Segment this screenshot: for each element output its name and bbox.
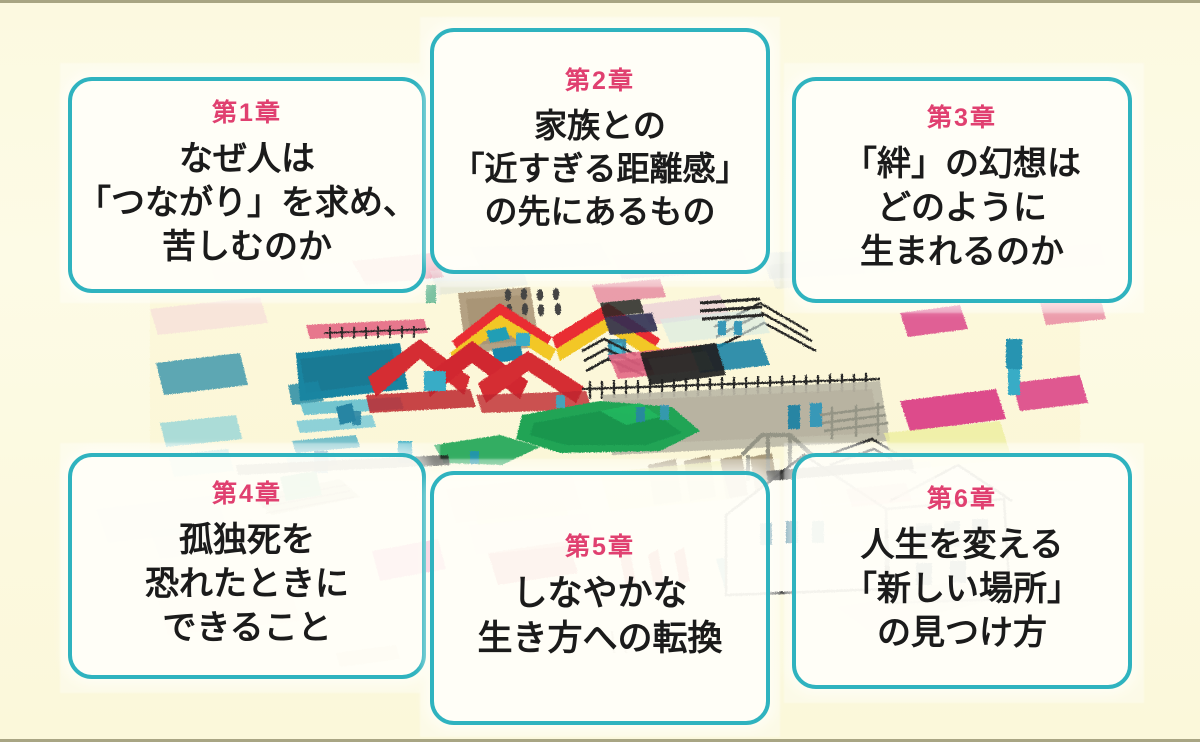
chapter-card-5[interactable]: 第5章 しなやかな 生き方への転換 (430, 471, 770, 725)
chapter-title-5: しなやかな 生き方への転換 (477, 573, 723, 659)
chapter-number-5: 第5章 (565, 533, 635, 562)
chapter-title-1: なぜ人は 「つながり」を求め、 苦しむのか (77, 139, 417, 267)
chapter-title-3: 「絆」の幻想は どのように 生まれるのか (843, 144, 1081, 272)
chapter-number-3: 第3章 (927, 104, 997, 133)
chapter-title-2: 家族との 「近すぎる距離感」 の先にあるもの (451, 106, 749, 230)
chapter-number-4: 第4章 (212, 480, 282, 509)
chapter-number-6: 第6章 (927, 485, 997, 514)
chapter-number-1: 第1章 (212, 99, 282, 128)
chapter-card-6[interactable]: 第6章 人生を変える 「新しい場所」 の見つけ方 (792, 453, 1132, 689)
chapter-card-1[interactable]: 第1章 なぜ人は 「つながり」を求め、 苦しむのか (68, 77, 426, 293)
chapter-number-2: 第2章 (565, 67, 635, 96)
chapter-card-3[interactable]: 第3章 「絆」の幻想は どのように 生まれるのか (792, 77, 1132, 303)
chapter-card-2[interactable]: 第2章 家族との 「近すぎる距離感」 の先にあるもの (430, 28, 770, 274)
chapter-title-4: 孤独死を 恐れたときに できること (145, 520, 349, 648)
chapter-title-6: 人生を変える 「新しい場所」 の見つけ方 (843, 525, 1081, 653)
chapter-card-4[interactable]: 第4章 孤独死を 恐れたときに できること (68, 453, 426, 679)
